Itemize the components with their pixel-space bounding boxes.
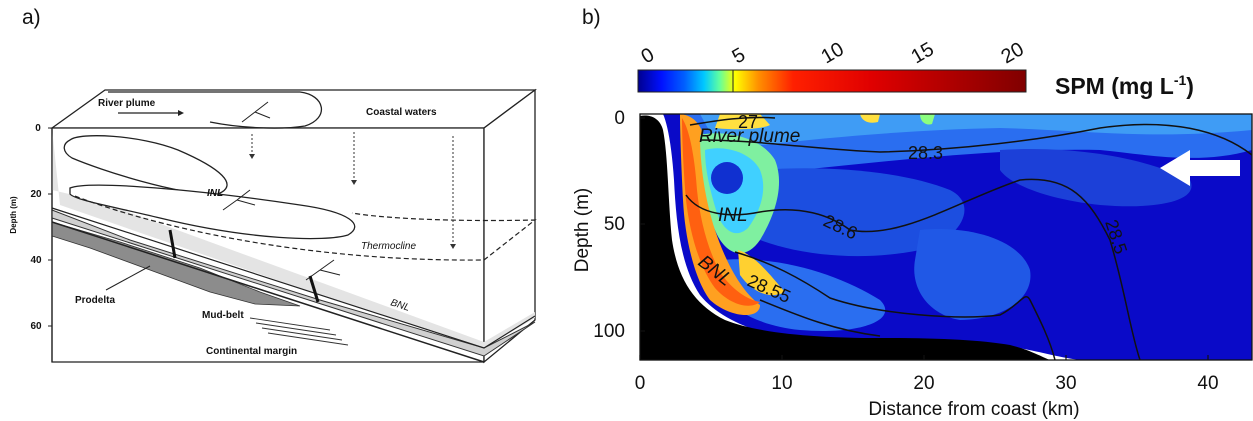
thermocline-line bbox=[74, 195, 537, 261]
colorbar bbox=[637, 69, 1027, 93]
colorbar-unit-label: SPM (mg L-1) bbox=[1055, 72, 1194, 99]
y-tick-100: 100 bbox=[593, 321, 625, 342]
depth-tick-40: 40 bbox=[30, 255, 42, 266]
y-tick-50: 50 bbox=[604, 214, 625, 235]
panel-b-label: b) bbox=[582, 6, 601, 29]
colorbar-tick-15: 15 bbox=[908, 38, 938, 68]
spm-unit-main: SPM (mg L bbox=[1055, 73, 1174, 99]
dispersion-arrows-top bbox=[241, 101, 271, 123]
water-label-river-plume: River plume bbox=[699, 126, 800, 147]
river-plume-top-lens bbox=[108, 91, 323, 129]
x-tick-40: 40 bbox=[1197, 373, 1218, 394]
plume-flow-arrowhead bbox=[178, 110, 184, 116]
prodelta-deposit bbox=[51, 221, 301, 307]
water-label-bnl: BNL bbox=[694, 251, 736, 290]
section-frame bbox=[639, 113, 1253, 361]
spm-unit-sup: -1 bbox=[1174, 72, 1187, 88]
depth-tick-60: 60 bbox=[30, 321, 42, 332]
block-top-face bbox=[49, 89, 537, 129]
panel-a-diagram: 0 20 40 60 Depth (m) River plume Coastal… bbox=[9, 88, 537, 364]
inflow-arrow bbox=[1160, 150, 1240, 186]
settling-arrows bbox=[251, 132, 454, 246]
spm-unit-close: ) bbox=[1186, 73, 1194, 99]
isopycnal-28-55: 28.55 bbox=[744, 270, 793, 307]
water-label-inl: INL bbox=[718, 205, 748, 226]
depth-tick-0: 0 bbox=[35, 123, 41, 134]
x-axis-label: Distance from coast (km) bbox=[868, 399, 1079, 420]
spm-field: 27 28.3 28.6 28.5 28.55 River plume INL … bbox=[640, 112, 1252, 360]
depth-tick-20: 20 bbox=[30, 189, 42, 200]
dispersion-arrows-inl bbox=[222, 189, 256, 211]
inl-lens bbox=[69, 184, 356, 240]
x-tick-20: 20 bbox=[913, 373, 934, 394]
y-tick-0: 0 bbox=[614, 108, 625, 129]
label-coastal-waters: Coastal waters bbox=[366, 107, 437, 118]
bnl-layer bbox=[51, 209, 536, 357]
label-prodelta: Prodelta bbox=[75, 295, 115, 306]
isopycnal-28-3: 28.3 bbox=[908, 143, 943, 163]
depth-axis-ticks bbox=[48, 127, 52, 327]
x-tick-0: 0 bbox=[635, 373, 646, 394]
label-thermocline: Thermocline bbox=[361, 241, 416, 252]
slope-line bbox=[51, 207, 536, 349]
settling-arrowheads bbox=[249, 154, 456, 249]
depth-axis-title: Depth (m) bbox=[9, 196, 18, 234]
seabed-line bbox=[51, 221, 485, 363]
y-axis-ticks bbox=[640, 117, 645, 332]
colorbar-tick-5: 5 bbox=[729, 44, 750, 69]
y-axis-label: Depth (m) bbox=[572, 188, 593, 272]
x-tick-10: 10 bbox=[771, 373, 792, 394]
isopycnal-27: 27 bbox=[738, 112, 758, 132]
colorbar-tick-20: 20 bbox=[998, 38, 1028, 68]
isopycnal-28-6: 28.6 bbox=[820, 210, 860, 243]
isopycnal-contours bbox=[685, 116, 1252, 360]
seafloor bbox=[640, 115, 1050, 360]
x-tick-30: 30 bbox=[1055, 373, 1076, 394]
deposition-arrow-2 bbox=[308, 275, 320, 303]
label-continental-margin: Continental margin bbox=[206, 346, 297, 357]
x-axis-ticks bbox=[639, 355, 1209, 360]
colorbar-tick-0: 0 bbox=[638, 44, 659, 69]
block-side-face bbox=[483, 88, 536, 364]
isopycnal-28-5: 28.5 bbox=[1101, 217, 1131, 257]
prodelta-pointer bbox=[105, 265, 151, 291]
colorbar-tick-10: 10 bbox=[818, 38, 848, 68]
label-river-plume: River plume bbox=[98, 98, 156, 109]
label-mud-belt: Mud-belt bbox=[202, 310, 244, 321]
label-inl: INL bbox=[207, 188, 223, 199]
dispersion-arrows-bnl bbox=[305, 259, 341, 281]
deposition-arrow-1 bbox=[168, 229, 177, 259]
mud-belt-hatching bbox=[249, 317, 349, 346]
panel-a-label: a) bbox=[22, 6, 41, 29]
